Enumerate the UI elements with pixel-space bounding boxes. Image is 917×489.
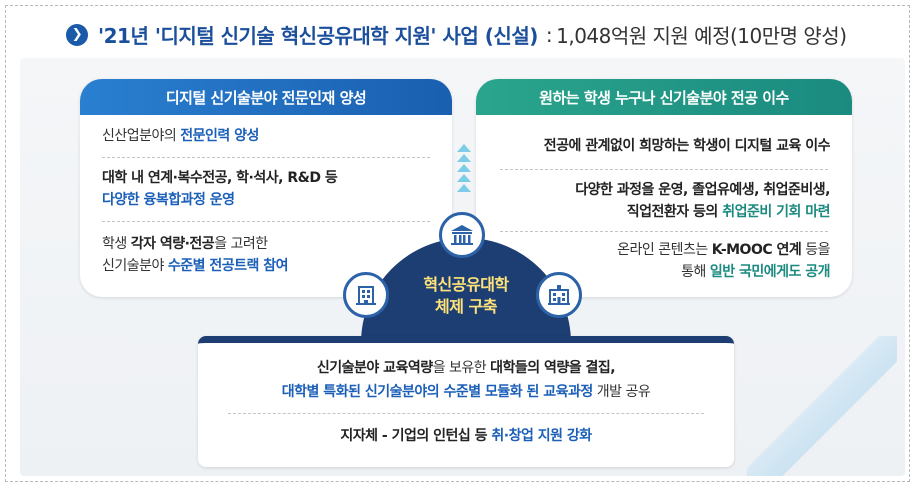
bottom-row-3-text: 지자체 - 기업의 인턴십 등 [340,428,492,444]
decorative-stripe [747,336,897,476]
bottom-row-2-highlight: 대학별 특화된 신기술분야의 수준별 모듈화 된 교육과정 [281,384,593,400]
left-item-2-line2: 다양한 융복합과정 운영 [102,192,235,208]
left-item-3: 학생 각자 역량·전공을 고려한 신기술분야 수준별 전공트랙 참여 [102,233,289,277]
divider [228,413,704,414]
divider [102,157,430,158]
left-item-3-text-d: 신기술분야 [102,258,168,274]
headline: ❯ '21년 '디지털 신기술 혁신공유대학 지원' 사업 (신설) : 1,0… [66,20,847,49]
figure-frame: ❯ '21년 '디지털 신기술 혁신공유대학 지원' 사업 (신설) : 1,0… [5,5,910,482]
right-item-3-text-d: 통해 [681,264,710,280]
right-item-2-text: 직업전환자 등의 [626,204,723,220]
bottom-row-1-bold-a: 신기술분야 교육역량 [316,360,433,376]
divider [102,221,430,222]
campus-building-icon [536,272,582,318]
bottom-row-3-highlight: 취·창업 지원 강화 [491,428,592,444]
right-item-2-highlight: 취업준비 기회 마련 [722,204,830,220]
right-item-2-line1: 다양한 과정을 운영, 졸업유예생, 취업준비생, [575,182,830,198]
hub-label: 혁신공유대학 체제 구축 [361,274,571,318]
bottom-row-1-bold-c: 대학들의 역량을 결집, [490,360,616,376]
bottom-row-1: 신기술분야 교육역량을 보유한 대학들의 역량을 결집, [198,357,734,379]
right-item-1: 전공에 관계없이 희망하는 학생이 디지털 교육 이수 [543,138,831,154]
left-item-3-text-c: 을 고려한 [214,236,268,252]
left-item-2: 대학 내 연계·복수전공, 학·석사, R&D 등 다양한 융복합과정 운영 [102,167,338,211]
left-item-1-highlight: 전문인력 양성 [180,128,259,144]
right-item-3-bold: K-MOOC 연계 [711,242,802,258]
right-item-3: 온라인 콘텐츠는 K-MOOC 연계 등을 통해 일반 국민에게도 공개 [617,239,830,283]
bottom-row-3: 지자체 - 기업의 인턴십 등 취·창업 지원 강화 [198,425,734,447]
right-item-2: 다양한 과정을 운영, 졸업유예생, 취업준비생, 직업전환자 등의 취업준비 … [575,179,830,223]
office-building-icon [343,272,389,318]
bottom-card: 신기술분야 교육역량을 보유한 대학들의 역량을 결집, 대학별 특화된 신기술… [198,336,734,467]
left-item-2-line1: 대학 내 연계·복수전공, 학·석사, R&D 등 [102,170,338,186]
hub-line1: 혁신공유대학 [423,275,509,294]
bottom-row-1-text: 을 보유한 [432,360,491,376]
right-card-header: 원하는 학생 누구나 신기술분야 전공 이수 [476,79,852,115]
right-item-3-highlight: 일반 국민에게도 공개 [709,264,831,280]
left-item-3-highlight: 수준별 전공트랙 참여 [167,258,289,274]
left-card: 디지털 신기술분야 전문인재 양성 신산업분야의 전문인력 양성 대학 내 연계… [80,79,452,297]
right-item-3-text-c: 등을 [801,242,830,258]
right-card: 원하는 학생 누구나 신기술분야 전공 이수 전공에 관계없이 희망하는 학생이… [476,79,852,297]
headline-subtitle: 1,048억원 지원 예정(10만명 양성) [556,24,847,48]
divider [500,231,828,232]
up-arrow-icon [457,144,471,194]
left-item-3-text-a: 학생 [102,236,131,252]
divider [500,169,828,170]
left-item-1: 신산업분야의 전문인력 양성 [102,125,259,147]
headline-title: '21년 '디지털 신기술 혁신공유대학 지원' 사업 (신설) [98,24,538,48]
university-building-icon [439,212,485,258]
hub-line2: 체제 구축 [435,297,497,316]
left-item-1-text: 신산업분야의 [102,128,181,144]
left-card-header: 디지털 신기술분야 전문인재 양성 [80,79,452,115]
bottom-row-2-text: 개발 공유 [592,384,651,400]
left-item-3-bold: 각자 역량·전공 [130,236,215,252]
right-item-3-text-a: 온라인 콘텐츠는 [617,242,712,258]
bottom-row-2: 대학별 특화된 신기술분야의 수준별 모듈화 된 교육과정 개발 공유 [198,381,734,403]
headline-separator: : [545,22,553,47]
chevron-right-icon: ❯ [66,23,88,46]
